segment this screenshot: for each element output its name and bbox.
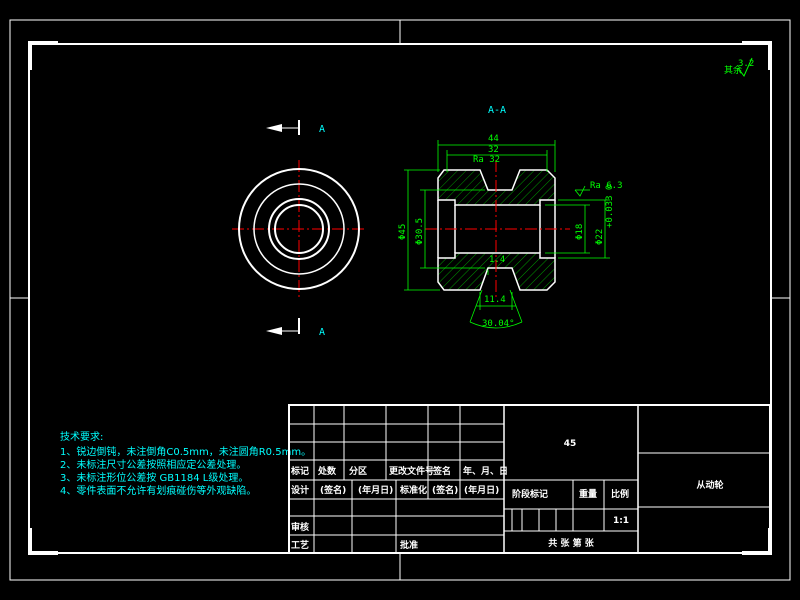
svg-text:阶段标记: 阶段标记 bbox=[512, 488, 548, 500]
svg-text:工艺: 工艺 bbox=[291, 539, 309, 551]
svg-text:1.4: 1.4 bbox=[489, 255, 505, 265]
svg-text:Φ18: Φ18 bbox=[575, 224, 585, 240]
svg-text:更改文件号: 更改文件号 bbox=[389, 465, 434, 477]
svg-text:1:1: 1:1 bbox=[613, 516, 629, 526]
svg-text:(签名): (签名) bbox=[432, 484, 458, 496]
title-block bbox=[288, 404, 771, 554]
svg-text:45: 45 bbox=[564, 439, 577, 449]
title-block-text: 45 从动轮 1:1 标记 处数 分区 更改文件号 签名 年、月、日 设计 (签… bbox=[290, 439, 724, 551]
svg-text:Φ22: Φ22 bbox=[595, 229, 605, 245]
cutting-plane-top: A bbox=[266, 120, 325, 135]
svg-text:Ra 32: Ra 32 bbox=[473, 155, 500, 165]
svg-text:从动轮: 从动轮 bbox=[696, 479, 723, 491]
svg-text:分区: 分区 bbox=[349, 465, 367, 477]
section-label: A-A bbox=[488, 105, 506, 116]
cutting-plane-bottom: A bbox=[266, 318, 325, 338]
svg-text:2、未标注尺寸公差按照相应定公差处理。: 2、未标注尺寸公差按照相应定公差处理。 bbox=[60, 458, 246, 471]
svg-text:4、零件表面不允许有划痕碰伤等外观缺陷。: 4、零件表面不允许有划痕碰伤等外观缺陷。 bbox=[60, 484, 256, 497]
svg-text:11.4: 11.4 bbox=[484, 295, 506, 305]
section-dimension-labels: 44 32 Ra 32 Ra 6.3 Φ45 Φ30.5 Φ18 Φ22 +0.… bbox=[398, 134, 623, 329]
section-view bbox=[425, 160, 570, 300]
svg-text:审核: 审核 bbox=[291, 521, 309, 533]
svg-text:+0.033 0: +0.033 0 bbox=[605, 185, 615, 228]
svg-text:30.04°: 30.04° bbox=[482, 319, 515, 329]
front-view bbox=[232, 160, 367, 297]
svg-text:标准化: 标准化 bbox=[399, 484, 427, 496]
svg-text:A: A bbox=[319, 124, 325, 135]
technical-requirements: 技术要求: 1、锐边倒钝，未注倒角C0.5mm，未注圆角R0.5mm。 2、未标… bbox=[60, 430, 311, 497]
svg-text:Φ45: Φ45 bbox=[398, 224, 408, 240]
svg-text:3.2: 3.2 bbox=[738, 59, 754, 69]
svg-text:3、未标注形位公差按 GB1184 L级处理。: 3、未标注形位公差按 GB1184 L级处理。 bbox=[60, 471, 248, 484]
svg-text:其余: 其余 bbox=[724, 64, 742, 76]
svg-text:共 张 第 张: 共 张 第 张 bbox=[548, 537, 594, 549]
svg-text:(签名): (签名) bbox=[320, 484, 346, 496]
svg-text:32: 32 bbox=[488, 145, 499, 155]
svg-text:44: 44 bbox=[488, 134, 499, 144]
svg-text:技术要求:: 技术要求: bbox=[60, 430, 103, 443]
svg-text:(年月日): (年月日) bbox=[358, 484, 393, 496]
svg-text:重量: 重量 bbox=[579, 488, 597, 500]
svg-text:处数: 处数 bbox=[317, 465, 337, 477]
svg-text:标记: 标记 bbox=[290, 465, 309, 477]
svg-text:1、锐边倒钝，未注倒角C0.5mm，未注圆角R0.5mm。: 1、锐边倒钝，未注倒角C0.5mm，未注圆角R0.5mm。 bbox=[60, 445, 311, 458]
svg-text:设计: 设计 bbox=[291, 484, 309, 496]
svg-text:签名: 签名 bbox=[432, 465, 451, 477]
svg-text:年、月、日: 年、月、日 bbox=[463, 465, 508, 477]
svg-text:比例: 比例 bbox=[611, 488, 629, 500]
svg-text:(年月日): (年月日) bbox=[464, 484, 499, 496]
svg-text:批准: 批准 bbox=[400, 539, 418, 551]
svg-text:A: A bbox=[319, 327, 325, 338]
section-dimensions bbox=[404, 140, 610, 329]
svg-text:Φ30.5: Φ30.5 bbox=[415, 218, 425, 245]
svg-text:Ra 6.3: Ra 6.3 bbox=[590, 181, 623, 191]
global-roughness-symbol: 其余 3.2 bbox=[724, 57, 754, 77]
